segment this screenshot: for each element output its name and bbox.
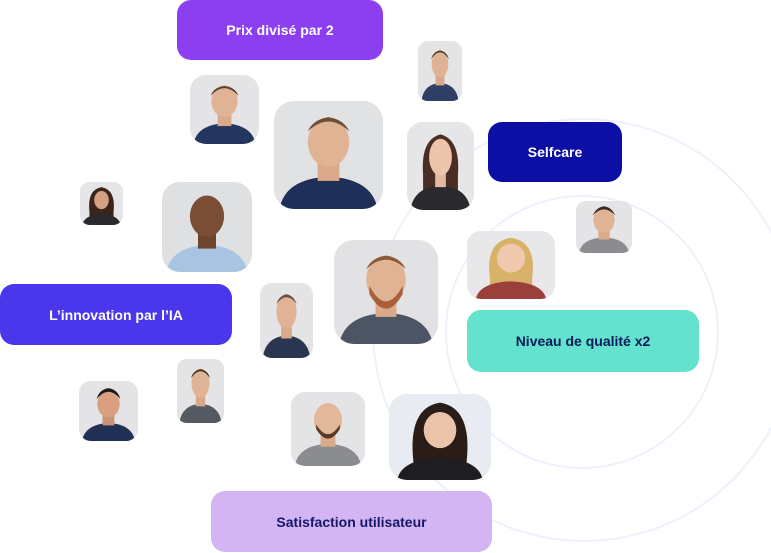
decorative-ring-inner (445, 195, 719, 469)
pill-innovation-label: L’innovation par l’IA (49, 306, 183, 323)
portrait-photo (80, 182, 123, 225)
pill-qualite: Niveau de qualité x2 (467, 310, 699, 372)
portrait-photo (260, 283, 313, 358)
pill-satisfaction: Satisfaction utilisateur (211, 491, 492, 552)
portrait-photo (576, 201, 632, 253)
portrait-photo (467, 231, 555, 299)
pill-prix: Prix divisé par 2 (177, 0, 383, 60)
pill-qualite-label: Niveau de qualité x2 (515, 333, 651, 349)
portrait-photo (274, 101, 383, 209)
pill-prix-label: Prix divisé par 2 (226, 22, 334, 38)
pill-selfcare-label: Selfcare (527, 144, 583, 160)
pill-innovation: L’innovation par l’IA (0, 284, 232, 345)
portrait-photo (79, 381, 138, 441)
portrait-photo (407, 122, 474, 210)
pill-satisfaction-label: Satisfaction utilisateur (276, 513, 427, 530)
portrait-photo (162, 182, 252, 272)
portrait-photo (389, 394, 491, 480)
portrait-photo (334, 240, 438, 344)
portrait-photo (177, 359, 224, 423)
portrait-photo (418, 41, 462, 101)
portrait-photo (291, 392, 365, 466)
pill-selfcare: Selfcare (488, 122, 622, 182)
portrait-photo (190, 75, 259, 144)
